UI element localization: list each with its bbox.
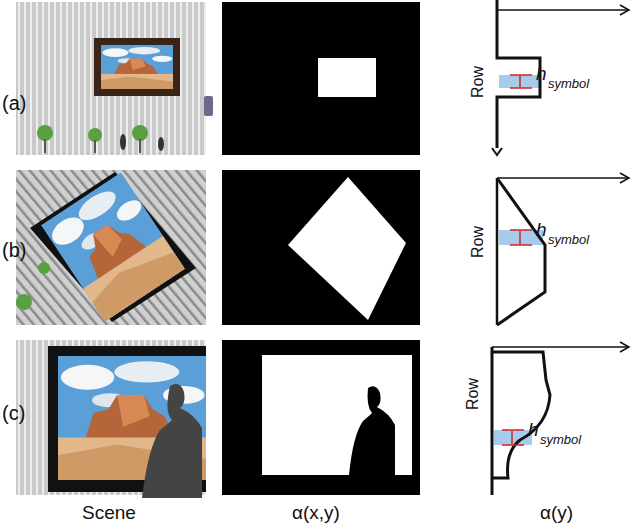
row-label: (c) — [2, 403, 25, 423]
symbol-h: h — [528, 420, 539, 439]
column-title: Scene — [82, 503, 136, 522]
symbol-h: h — [536, 64, 547, 83]
axis-label: Row — [465, 378, 481, 410]
row-label: (b) — [2, 240, 26, 260]
symbol-h: h — [536, 220, 547, 239]
axis-label: Row — [470, 66, 486, 98]
symbol-subscript: symbol — [548, 233, 589, 246]
column-title: α(y) — [540, 503, 573, 522]
row-label: (a) — [2, 93, 26, 113]
symbol-subscript: symbol — [540, 433, 581, 446]
symbol-subscript: symbol — [548, 77, 589, 90]
column-title: α(x,y) — [292, 503, 340, 522]
axis-label: Row — [470, 226, 486, 258]
